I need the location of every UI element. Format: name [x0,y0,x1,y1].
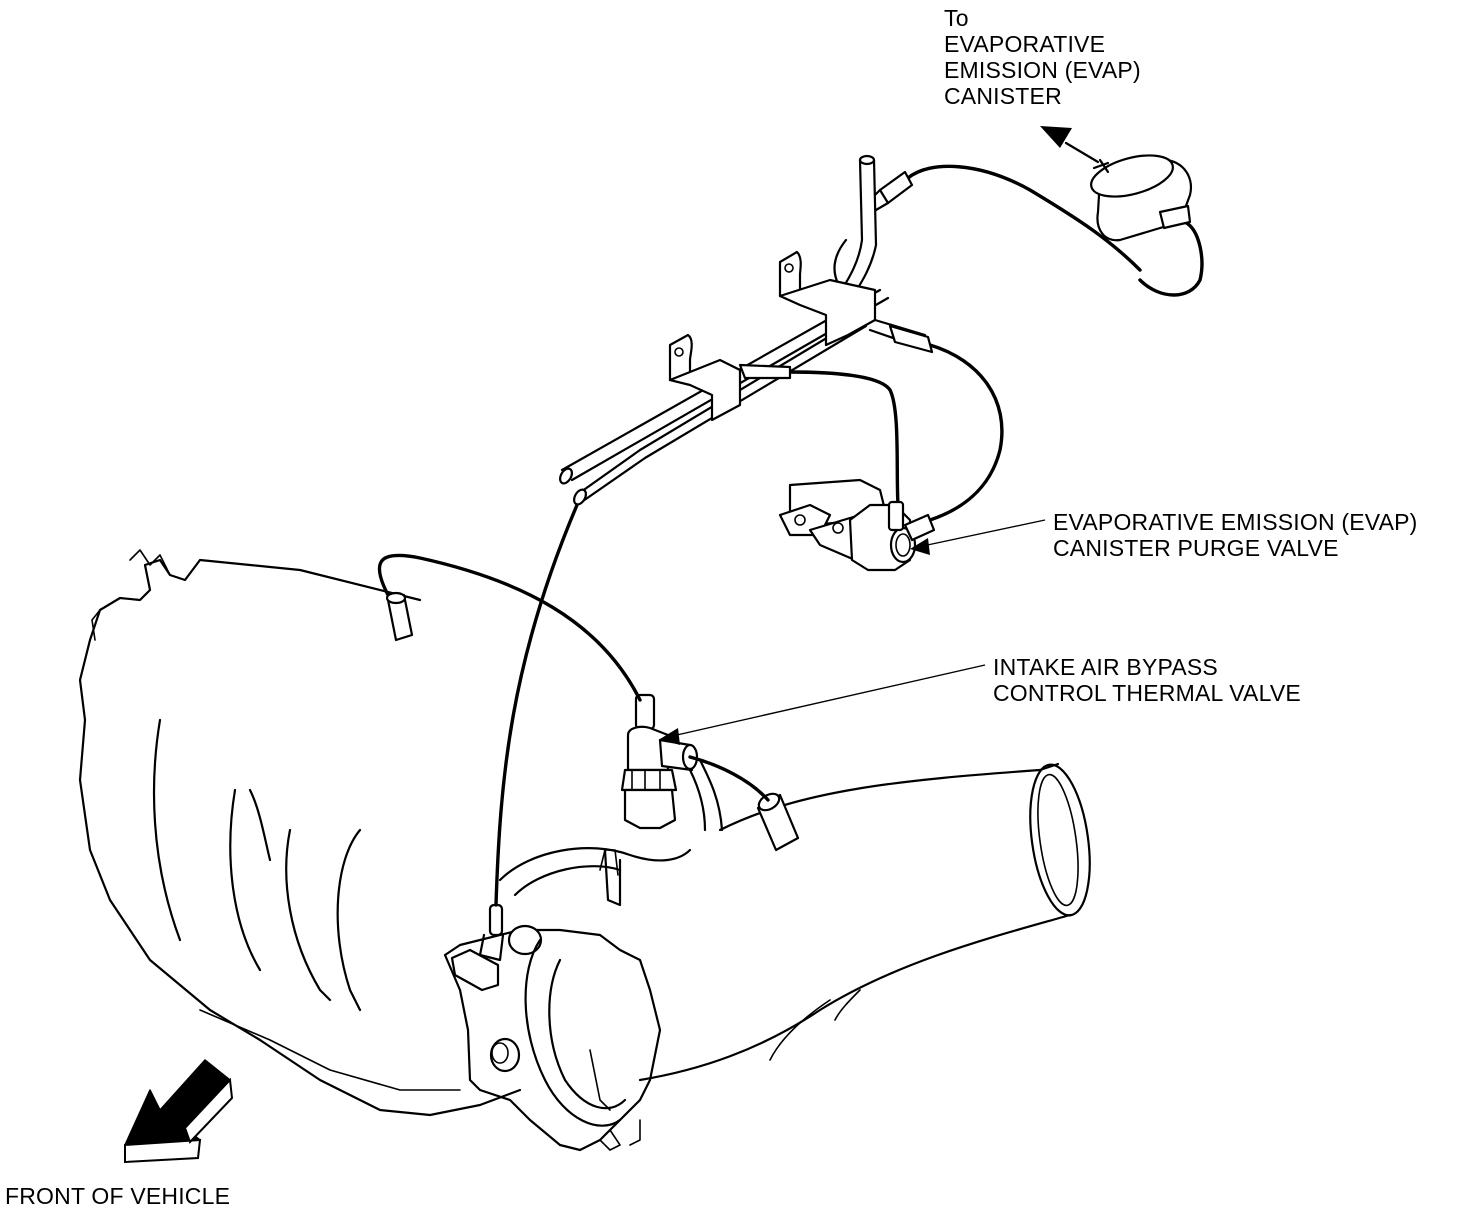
inline-filter [1090,154,1193,242]
canister-label-line2: EVAPORATIVE [944,31,1106,57]
intake-air-bypass-thermal-valve [620,693,724,832]
duct-hose-connector [756,792,800,852]
metal-pipe-assembly [559,154,934,506]
canister-label-line1: To [944,5,969,31]
intake-manifold [78,549,522,1117]
intake-air-duct [638,762,1091,1082]
purge-valve-leader-arrowhead [910,538,930,555]
purge-valve-leader [917,519,1046,548]
manifold-hose-nipple [385,591,414,642]
pipe-brackets [668,250,877,422]
evap-canister-purge-valve [778,478,936,572]
to-canister-arrow [1040,126,1100,164]
thermal-label-line2: CONTROL THERMAL VALVE [993,680,1301,706]
purge-label-line1: EVAPORATIVE EMISSION (EVAP) [1053,509,1418,535]
throttle-body [443,847,692,1152]
thermal-valve-leader-arrowhead [660,728,680,745]
front-of-vehicle-label: FRONT OF VEHICLE [5,1183,231,1209]
canister-label-line3: EMISSION (EVAP) [944,57,1141,83]
purge-label-line2: CANISTER PURGE VALVE [1053,535,1339,561]
canister-label-line4: CANISTER [944,83,1062,109]
purge-valve-label: EVAPORATIVE EMISSION (EVAP)CANISTER PURG… [1053,509,1418,561]
hoses [377,164,1204,907]
thermal-valve-leader [667,664,986,738]
thermal-label-line1: INTAKE AIR BYPASS [993,654,1218,680]
front-of-vehicle-arrow [124,1059,234,1164]
